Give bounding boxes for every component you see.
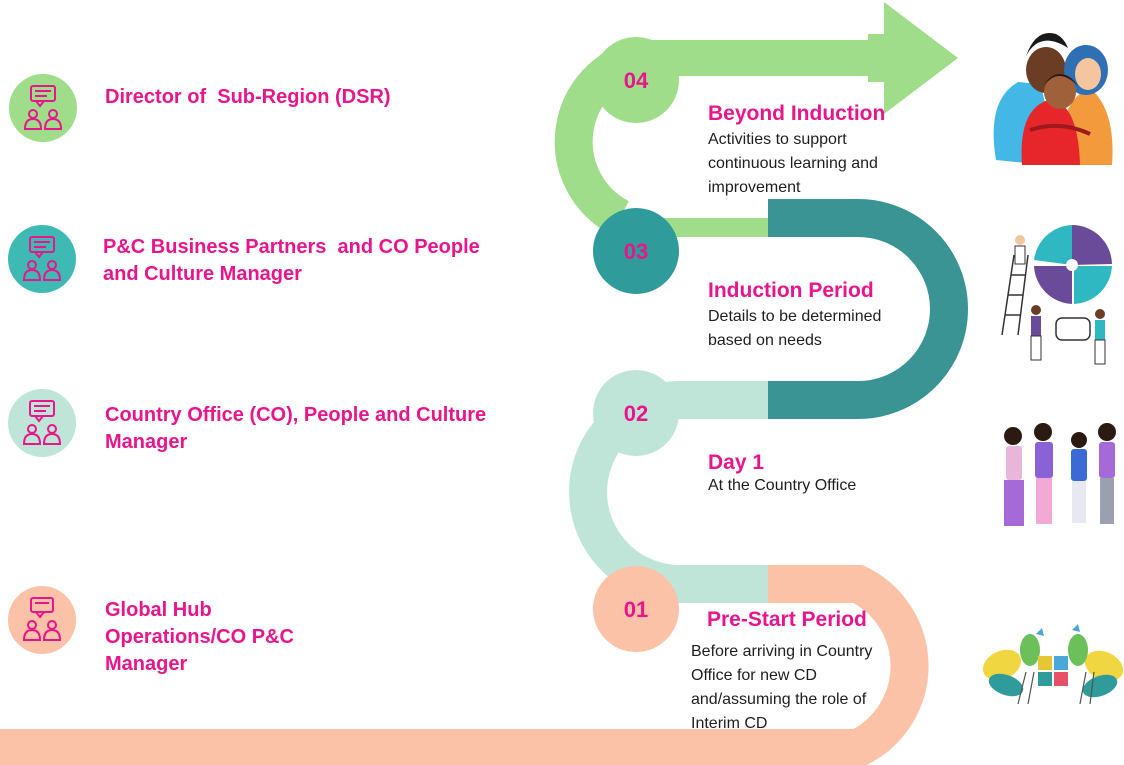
step-description-03: Details to be determined based on needs xyxy=(708,308,882,349)
step-title-02: Day 1 xyxy=(708,451,765,474)
role-label-global-hub: Global Hub Operations/CO P&C Manager xyxy=(105,599,294,675)
step-circle-04 xyxy=(593,37,679,123)
role-icon-country-office xyxy=(8,389,76,457)
role-icon-dsr xyxy=(9,74,77,142)
step-title-03: Induction Period xyxy=(708,279,874,302)
step-title-01: Pre-Start Period xyxy=(707,608,867,631)
step-description-04: Activities to support continuous learnin… xyxy=(708,131,878,196)
people-hugging-illustration xyxy=(993,32,1113,165)
step-description-01: Before arriving in Country Office for ne… xyxy=(691,643,873,732)
step-description-02: At the Country Office xyxy=(708,477,857,494)
step-circle-03 xyxy=(593,208,679,294)
role-label-business-partners: P&C Business Partners and CO People and … xyxy=(103,236,486,285)
group-meeting-illustration xyxy=(1004,423,1116,526)
role-icon-business-partners xyxy=(8,225,76,293)
step-circle-02 xyxy=(593,370,679,456)
role-label-country-office: Country Office (CO), People and Culture … xyxy=(105,404,487,453)
team-puzzle-illustration xyxy=(1001,224,1112,365)
step-number-02: 02 xyxy=(623,401,649,426)
step-number-04: 04 xyxy=(623,68,649,93)
step-number-01: 01 xyxy=(623,597,649,622)
role-icon-global-hub xyxy=(8,586,76,654)
teamwork-plants-illustration xyxy=(982,624,1124,705)
role-label-dsr: Director of Sub-Region (DSR) xyxy=(105,86,391,108)
step-number-03: 03 xyxy=(623,239,649,264)
step-title-04: Beyond Induction xyxy=(708,102,886,125)
road-segment-01 xyxy=(0,565,929,765)
step-circle-01 xyxy=(593,566,679,652)
